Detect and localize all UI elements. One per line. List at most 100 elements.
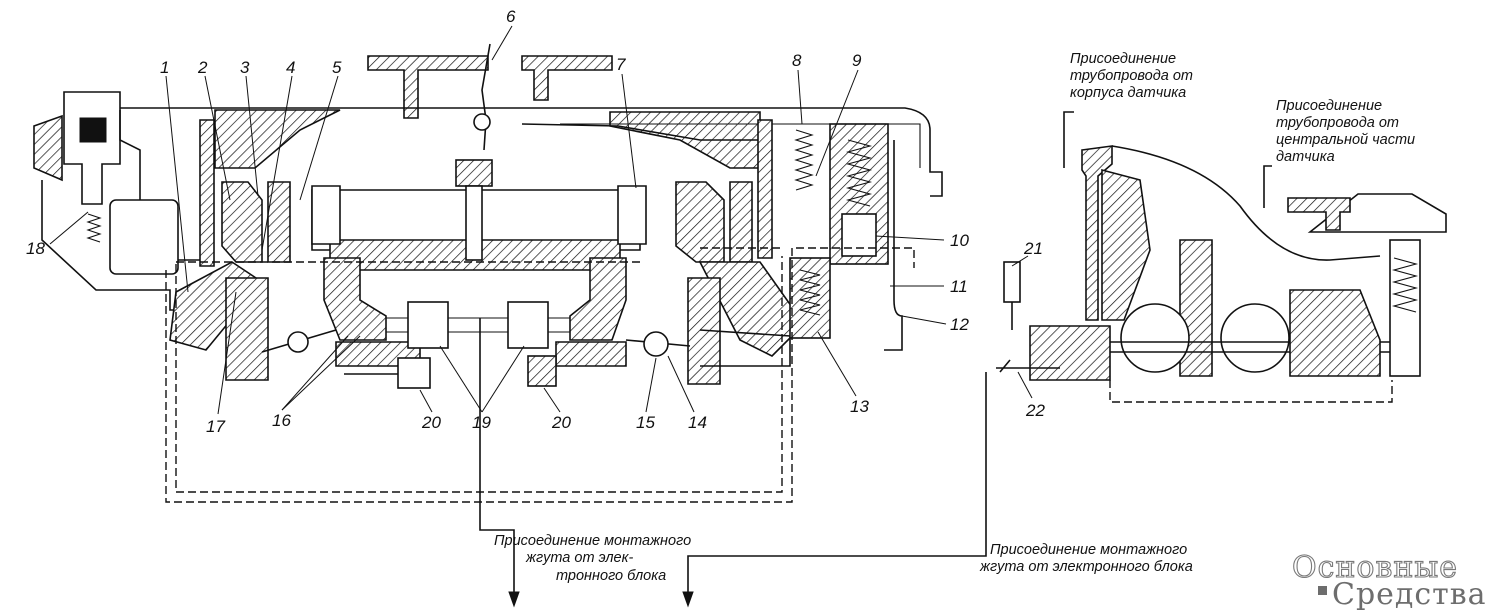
right-throttle-link: [699, 329, 791, 367]
sensor-inlet-bracket: [1063, 111, 1074, 168]
caption-harness-right-line1: Присоединение монтажного: [990, 542, 1187, 558]
label-22: 22: [1025, 401, 1045, 420]
choke-lever-screw: [473, 113, 491, 131]
label-3: 3: [240, 58, 250, 77]
throttle-axle-right: [643, 331, 669, 357]
caption-harness-left-line3: тронного блока: [556, 568, 666, 584]
valve-13-spring: [799, 269, 821, 316]
choke-lever: [481, 43, 491, 151]
pump-piston: [841, 213, 877, 257]
logo-dot: [1318, 586, 1327, 595]
right-throttle-pipe: [698, 261, 806, 357]
caption-sensor-center-line1: Присоединение: [1276, 98, 1382, 114]
right-diffuser-2: [729, 181, 753, 263]
upper-body-inner-line: [521, 123, 760, 141]
label-8: 8: [792, 51, 802, 70]
left-throttle-body: [323, 257, 387, 341]
sensor-diaphragm-fitting: [1287, 197, 1351, 231]
sensor-bellows-left: [1120, 303, 1190, 373]
harness-right-arrow: [682, 591, 694, 608]
harness-left-line: [479, 318, 515, 600]
caption-harness-left-line1: Присоединение монтажного: [494, 533, 691, 549]
needle-valve-housing: [63, 91, 121, 205]
label-17: 17: [206, 417, 225, 436]
sensor-inlet-pipe: [1081, 145, 1113, 321]
solenoid-valve-left: [407, 301, 449, 349]
needle-valve-block: [79, 117, 107, 143]
sensor-base: [1029, 325, 1111, 381]
upper-body-left-mass: [214, 109, 341, 169]
central-stud-nut: [455, 159, 493, 187]
wiring-loop-outer: [165, 247, 915, 503]
label-4: 4: [286, 58, 295, 77]
sensor-body-outline: [1111, 145, 1381, 261]
label-10: 10: [950, 231, 969, 250]
float-spring: [86, 213, 102, 243]
pump-spring-8: [794, 129, 814, 191]
caption-sensor-center-line4: датчика: [1276, 149, 1335, 165]
label-6: 6: [506, 7, 516, 26]
label-9: 9: [852, 51, 862, 70]
sensor-contact-22: [996, 359, 1060, 373]
sensor-dashed-outline: [1109, 380, 1393, 403]
sensor-contact-21: [1003, 261, 1021, 303]
label-1: 1: [160, 58, 169, 77]
left-lower-flange: [225, 277, 269, 381]
caption-harness-right-line2: жгута от электронного блока: [979, 559, 1193, 575]
left-diffuser: [221, 181, 263, 263]
right-diffuser: [675, 181, 725, 263]
central-right-cap: [617, 185, 647, 245]
central-stud: [465, 185, 483, 261]
caption-sensor-body-line2: трубопровода от: [1070, 68, 1193, 84]
label-12: 12: [950, 315, 969, 334]
sensor-center-spring: [1391, 257, 1419, 313]
label-20-right: 20: [551, 413, 571, 432]
wiring-top: [176, 247, 782, 263]
lower-right-base: [555, 341, 627, 367]
central-left-cap: [311, 185, 341, 245]
label-19: 19: [472, 413, 491, 432]
fuel-inlet-fitting: [33, 114, 63, 182]
air-intake-lid-right: [521, 55, 613, 101]
label-18: 18: [26, 239, 45, 258]
pump-spring: [845, 139, 873, 207]
jet-left: [397, 357, 431, 389]
watermark-logo: Основные Средства: [1291, 549, 1487, 612]
label-21: 21: [1023, 239, 1043, 258]
caption-harness-left-line2: жгута от элек-: [525, 550, 633, 566]
carburetor-assembly: [33, 43, 943, 503]
logo-line2: Средства: [1332, 577, 1487, 612]
wiring-loop-inner: [175, 256, 783, 493]
sensor-assembly: [996, 111, 1447, 403]
logo-line1: Основные: [1292, 550, 1458, 585]
float: [109, 199, 179, 275]
solenoid-valve-right: [507, 301, 549, 349]
label-11: 11: [950, 277, 968, 296]
captions: Присоединение трубопровода от корпуса да…: [494, 51, 1415, 584]
left-mixing-wall: [199, 119, 215, 267]
label-5: 5: [332, 58, 342, 77]
pump-rod-12: [884, 140, 903, 351]
air-intake-lid: [367, 55, 489, 119]
right-throttle-body: [569, 257, 627, 341]
caption-sensor-body-line3: корпуса датчика: [1070, 85, 1186, 101]
label-16: 16: [272, 411, 291, 430]
caption-sensor-body-line1: Присоединение: [1070, 51, 1176, 67]
label-2: 2: [197, 58, 208, 77]
solenoid-rods: [386, 317, 570, 333]
label-14: 14: [688, 413, 707, 432]
leader-lines: [49, 25, 1033, 415]
label-15: 15: [636, 413, 655, 432]
label-7: 7: [616, 55, 626, 74]
harness-leads: [479, 318, 987, 608]
jet-right: [527, 355, 557, 387]
fuel-channel-line: [560, 123, 921, 168]
sensor-bellows-right: [1220, 303, 1290, 373]
caption-sensor-center-line3: центральной части: [1276, 132, 1415, 148]
right-mixing-wall: [757, 119, 773, 259]
part-number-labels: 1 2 3 4 5 6 7 8 9 10 11 12 13 14 15 16 1…: [26, 7, 1045, 436]
sensor-right-flange: [1289, 289, 1381, 377]
caption-sensor-center-line2: трубопровода от: [1276, 115, 1399, 131]
sensor-center-bracket: [1263, 165, 1272, 208]
